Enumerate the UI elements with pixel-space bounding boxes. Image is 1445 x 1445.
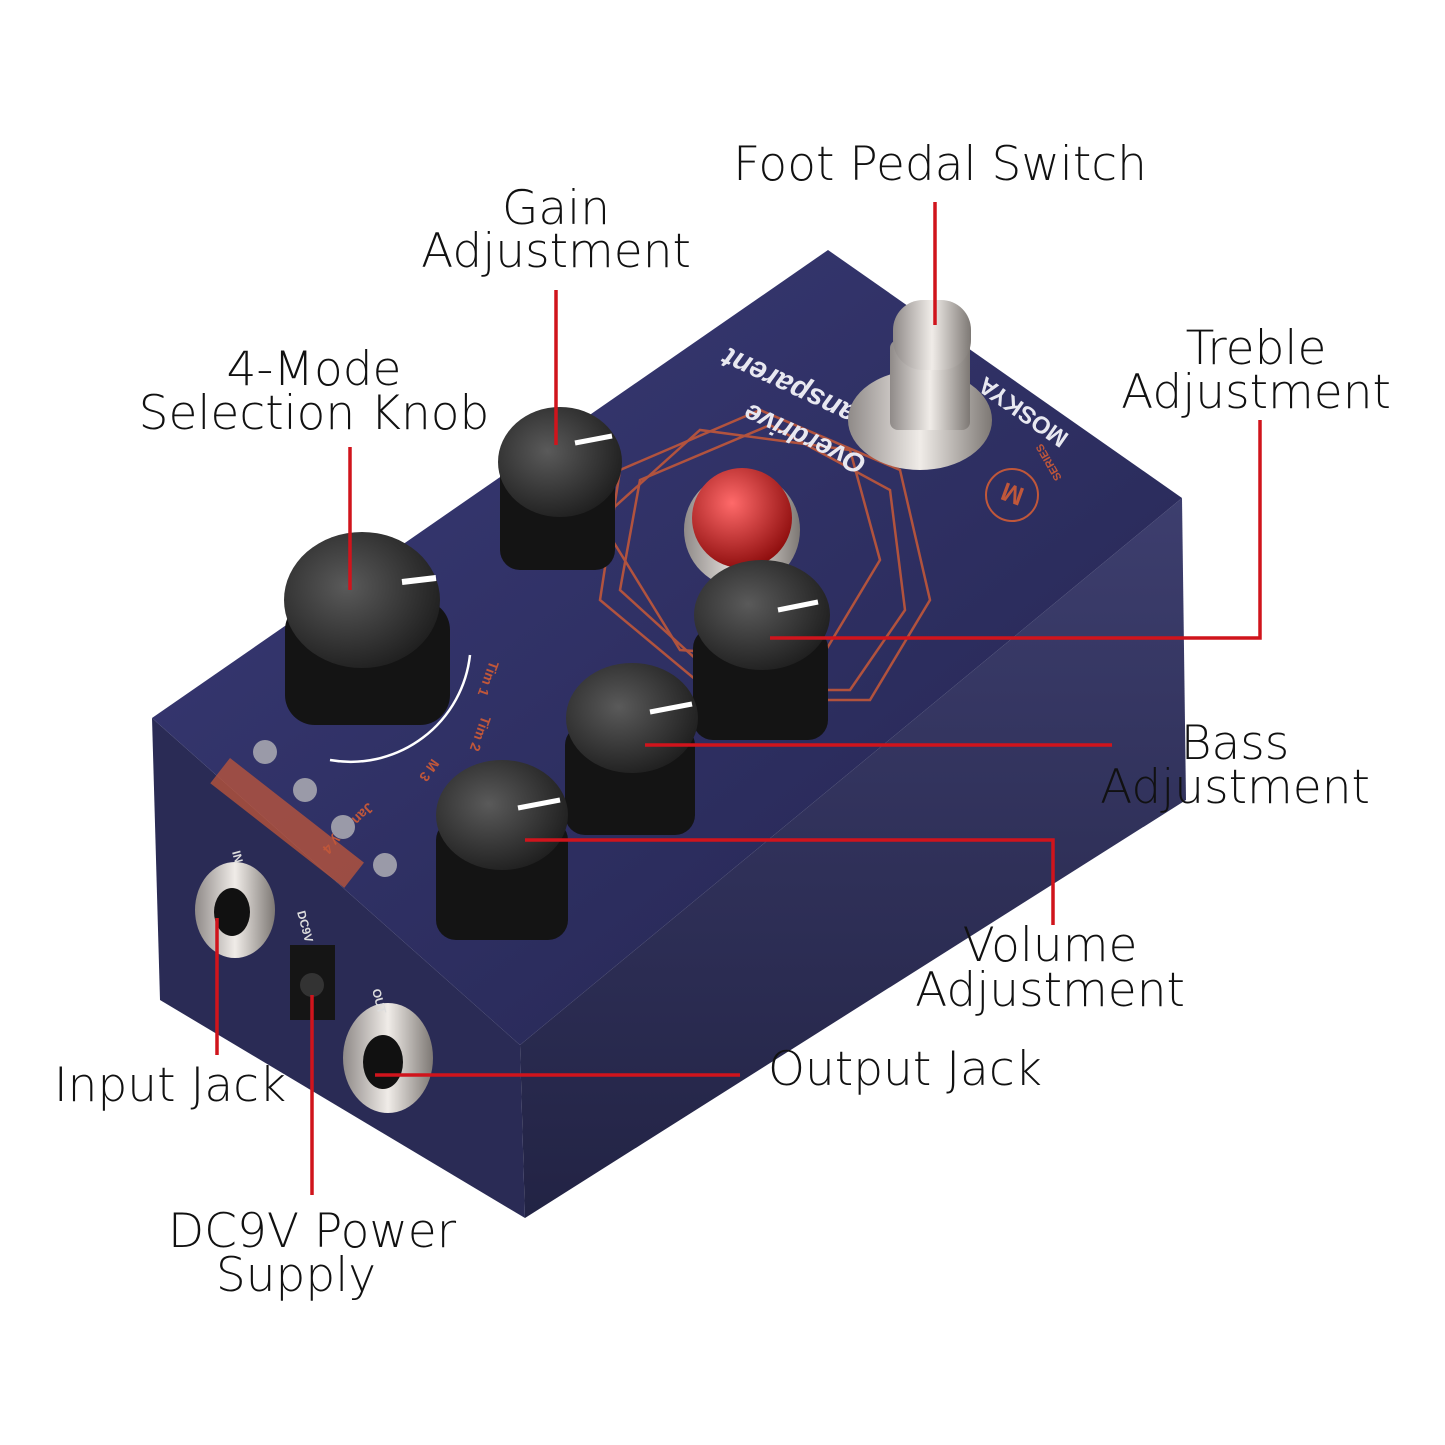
pedal-side-face <box>520 498 1186 1218</box>
mode-label-line2: Selection Knob <box>139 386 490 441</box>
volume-label-line1: Volume <box>963 918 1138 973</box>
hexagon-artwork <box>598 408 932 702</box>
gain-label-line2: Adjustment <box>421 224 691 279</box>
power-label-line2: Supply <box>216 1248 376 1303</box>
treble-label-line1: Treble <box>1186 321 1327 376</box>
foot-switch[interactable] <box>848 300 992 470</box>
out-label: OUT <box>369 987 389 1016</box>
gain-knob[interactable] <box>498 407 622 570</box>
bass-label-line1: Bass <box>1181 716 1290 771</box>
input-jack-label: Input Jack <box>54 1058 286 1113</box>
bass-knob[interactable] <box>565 663 698 835</box>
foot-switch-label: Foot Pedal Switch <box>733 137 1147 192</box>
volume-knob[interactable] <box>436 760 568 940</box>
gain-label-line1: Gain <box>502 181 610 236</box>
treble-knob[interactable] <box>693 560 830 740</box>
mode-knob[interactable] <box>284 532 450 725</box>
bass-label-line2: Adjustment <box>1100 760 1370 815</box>
power-label-line1: DC9V Power <box>168 1204 457 1259</box>
mode-label-line1: 4-Mode <box>227 342 402 397</box>
status-led <box>684 468 800 588</box>
leader-lines <box>215 202 1262 1195</box>
mode-leds <box>210 740 397 888</box>
pedal-front-face <box>152 718 525 1218</box>
output-jack-label: Output Jack <box>768 1042 1042 1097</box>
treble-label-line2: Adjustment <box>1121 365 1391 420</box>
in-label: IN <box>229 849 246 864</box>
volume-label-line2: Adjustment <box>915 963 1185 1018</box>
input-jack[interactable]: IN <box>195 849 275 958</box>
